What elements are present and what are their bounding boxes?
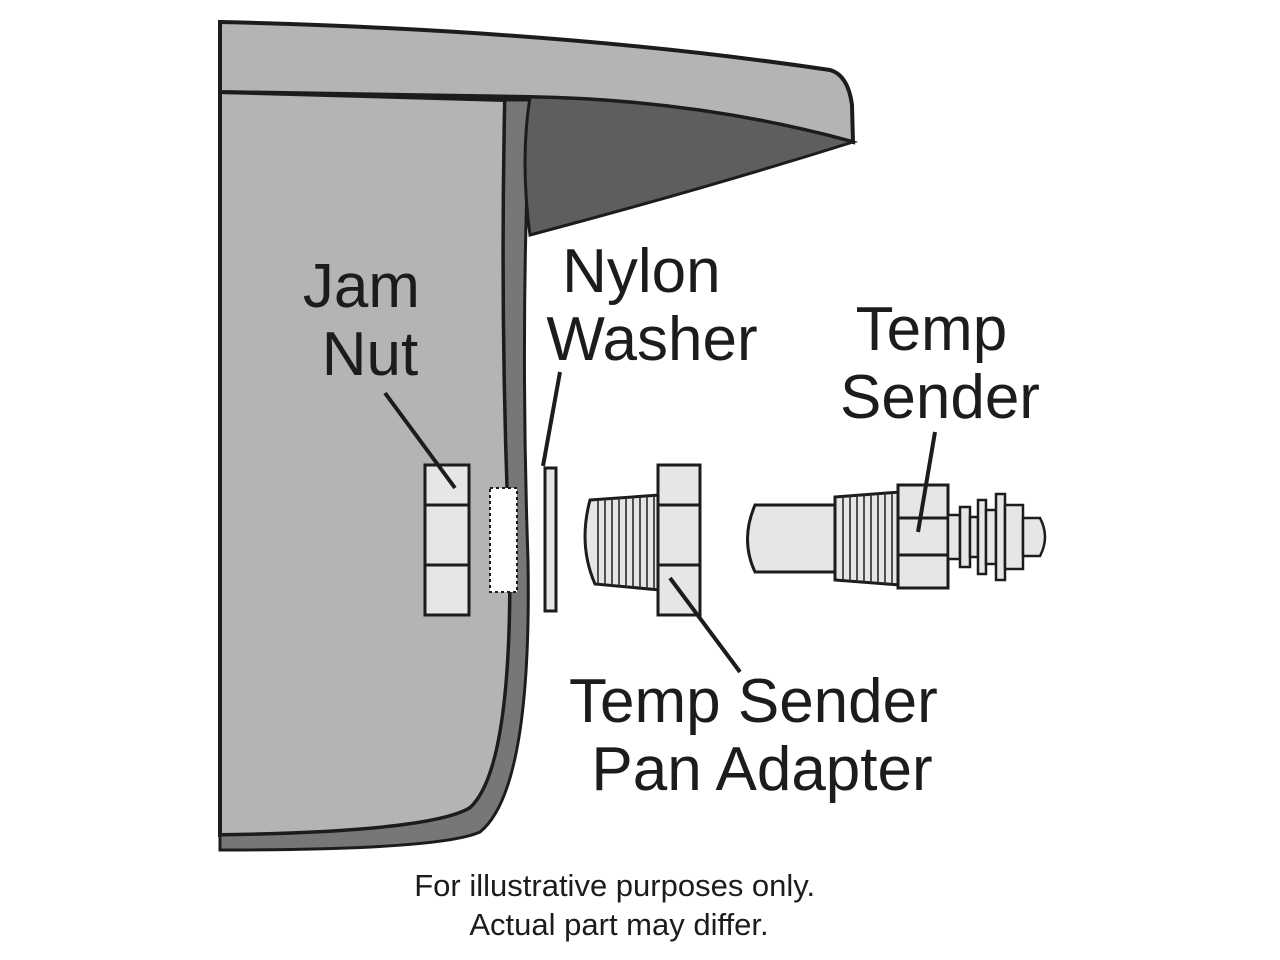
leader-temp-sender <box>916 431 937 533</box>
nylon-washer <box>543 466 558 613</box>
leader-pan-adapter <box>668 576 742 674</box>
disclaimer: For illustrative purposes only. Actual p… <box>414 868 824 942</box>
pan-flange-underside <box>523 95 859 237</box>
label-temp-sender: Temp Sender <box>840 295 1040 432</box>
pan-adapter-threads <box>597 495 655 589</box>
temp-sender <box>746 483 1047 590</box>
label-jam-nut: Jam Nut <box>303 252 437 389</box>
jam-nut <box>423 463 471 617</box>
pan-adapter <box>583 463 702 617</box>
label-pan-adapter: Temp Sender Pan Adapter <box>569 667 955 804</box>
label-nylon-washer: Nylon Washer <box>546 237 757 374</box>
leader-lines <box>383 371 937 674</box>
pan-hole <box>489 487 518 593</box>
leader-nylon-washer <box>541 371 562 467</box>
temp-sender-threads <box>842 493 893 584</box>
leader-jam-nut <box>383 391 457 490</box>
oil-pan <box>218 19 859 852</box>
